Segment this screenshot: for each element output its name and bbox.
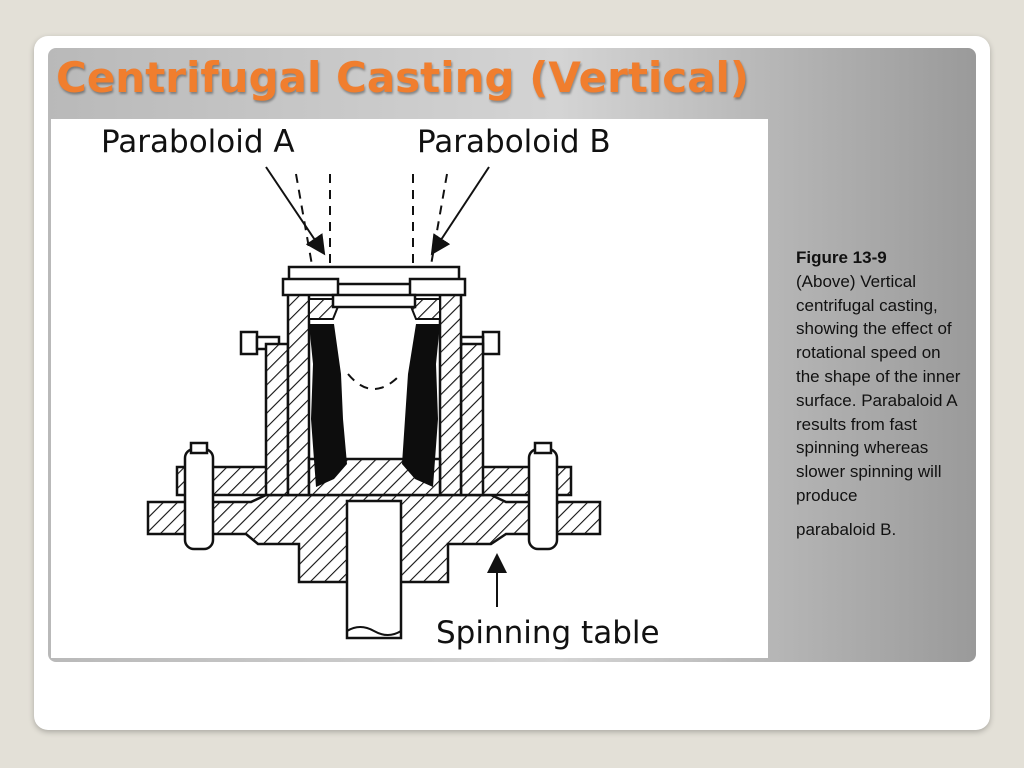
arrow-paraboloid-b [430, 166, 490, 256]
label-paraboloid-b: Paraboloid B [417, 124, 611, 160]
centrifugal-casting-diagram: Paraboloid A Paraboloid B Spinning table [101, 124, 660, 651]
arrow-paraboloid-a [265, 166, 326, 256]
casting [309, 324, 440, 487]
caption-body: (Above) Vertical centrifugal casting, sh… [796, 271, 961, 505]
caption-tail: parabaloid B. [796, 519, 897, 539]
label-spinning-table: Spinning table [436, 615, 660, 651]
mold-body [264, 282, 485, 497]
bolts [183, 330, 559, 551]
caption-figure-number: Figure 13-9 [796, 248, 887, 267]
label-paraboloid-a: Paraboloid A [101, 124, 295, 160]
mold-caps [281, 265, 467, 309]
figure-image: Paraboloid A Paraboloid B Spinning table [51, 119, 768, 658]
shaft [345, 499, 403, 640]
slide-title: Centrifugal Casting (Vertical) [56, 53, 750, 102]
slide-panel: Centrifugal Casting (Vertical) Paraboloi… [48, 48, 976, 662]
paraboloid-dashed-lines [295, 173, 448, 390]
figure-caption: Figure 13-9 (Above) Vertical centrifugal… [796, 246, 966, 542]
